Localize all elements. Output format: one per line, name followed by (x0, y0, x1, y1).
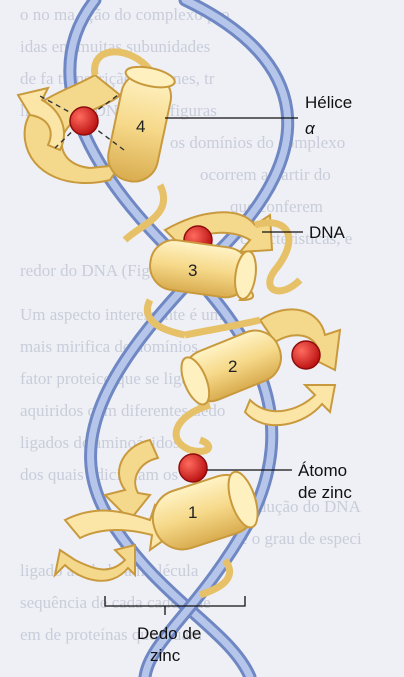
background-text-line: que conferem (230, 197, 323, 216)
background-text-line: de fa transcrição de genes, tr (20, 69, 215, 88)
alpha-label: α (305, 119, 316, 138)
helix-label: Hélice (305, 93, 352, 112)
background-text-line: ligados de aminoácidos (20, 433, 180, 452)
background-text-line: mais mirifica de domínios (20, 337, 198, 356)
zinc-atom (179, 454, 207, 482)
background-text-line: Um aspecto interessante é uma (20, 305, 231, 324)
dna-label: DNA (309, 223, 346, 242)
finger-number: 1 (188, 503, 197, 522)
zinc-atom-label-line2: de zinc (298, 483, 352, 502)
finger-number: 4 (136, 117, 145, 136)
zinc-finger-label-line2: zinc (150, 646, 181, 665)
zinc-atom (70, 107, 98, 135)
beta-strand-arrow (245, 385, 335, 425)
finger-number: 3 (188, 261, 197, 280)
zinc-atom-label-line1: Átomo (298, 461, 347, 480)
background-text-line: é o grau de especi (240, 529, 362, 548)
zinc-atom (292, 341, 320, 369)
background-text-line: os domínios do complexo (170, 133, 345, 152)
finger-number: 2 (228, 357, 237, 376)
zinc-finger-label-line1: Dedo de (137, 624, 201, 643)
zinc-finger-2: 2 (175, 309, 340, 450)
